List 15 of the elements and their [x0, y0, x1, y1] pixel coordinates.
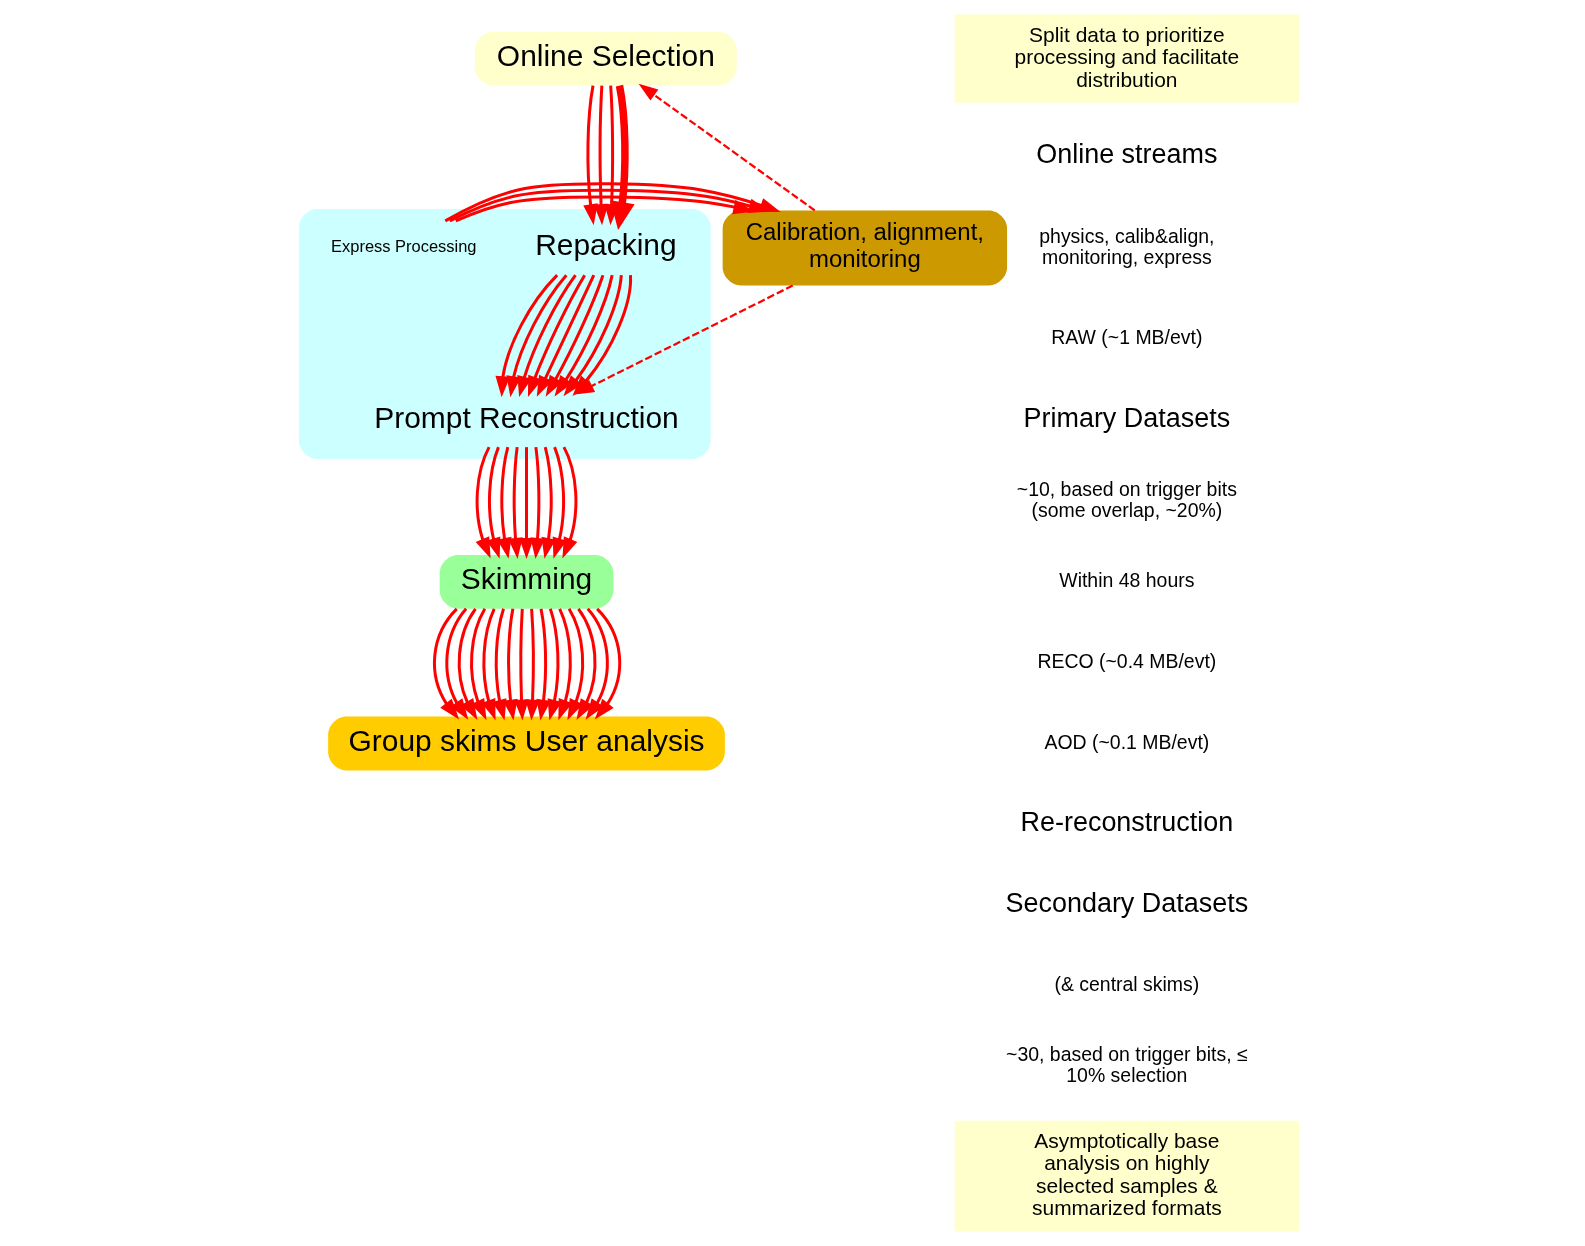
label: ~30, based on trigger bits, ≤ 10% selection: [1005, 1043, 1248, 1087]
node-text: Express Processing: [330, 237, 476, 256]
node-text: Prompt Reconstruction: [373, 400, 679, 434]
label: RAW (~1 MB/evt): [1050, 326, 1202, 349]
label: RECO (~0.4 MB/evt): [1036, 649, 1216, 672]
label: AOD (~0.1 MB/evt): [1043, 730, 1209, 753]
label: ~10, based on trigger bits (some overlap, ~20%): [1016, 477, 1237, 521]
label: Re-reconstruction: [1020, 806, 1233, 837]
label: (& central skims): [1053, 973, 1199, 996]
label: physics, calib&align, monitoring, express: [1038, 224, 1214, 268]
label: Online streams: [1035, 139, 1217, 170]
label: Within 48 hours: [1058, 568, 1194, 591]
label: Secondary Datasets: [1005, 887, 1248, 918]
label: Primary Datasets: [1023, 402, 1230, 433]
node-text: Repacking: [534, 228, 677, 262]
